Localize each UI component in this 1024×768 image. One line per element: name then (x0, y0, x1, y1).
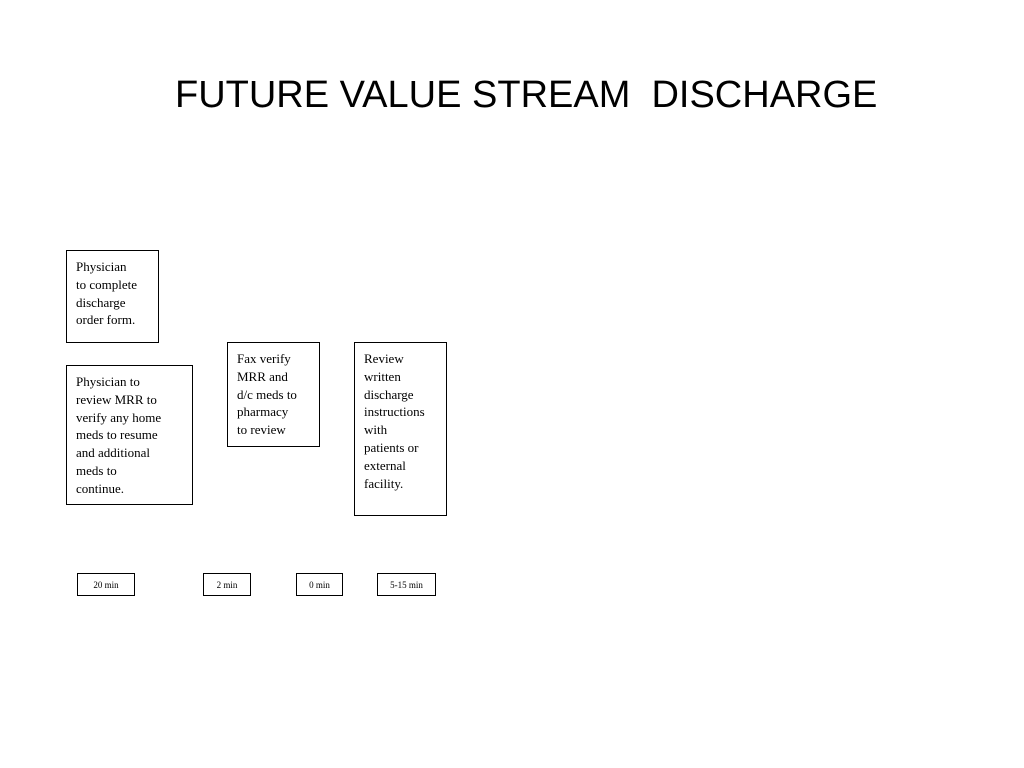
process-step-fax-verify: Fax verify MRR and d/c meds to pharmacy … (227, 342, 320, 447)
timeline-label-step-1: 20 min (77, 573, 135, 596)
timeline-label-step-2: 2 min (203, 573, 251, 596)
process-step-complete-order-form: Physician to complete discharge order fo… (66, 250, 159, 343)
process-step-review-mrr: Physician to review MRR to verify any ho… (66, 365, 193, 505)
timeline-label-step-4: 5-15 min (377, 573, 436, 596)
timeline-label-step-3: 0 min (296, 573, 343, 596)
page-title: FUTURE VALUE STREAM DISCHARGE (175, 74, 878, 116)
process-step-review-instructions: Review written discharge instructions wi… (354, 342, 447, 516)
